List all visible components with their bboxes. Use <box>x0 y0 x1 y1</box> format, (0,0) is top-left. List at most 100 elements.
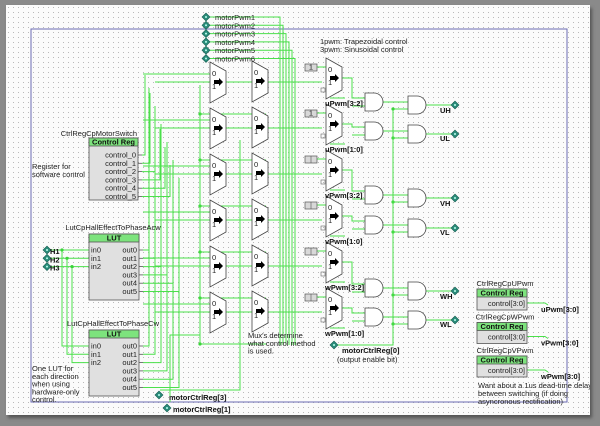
and-gate-pwm-5 <box>364 307 384 327</box>
and-gate-enable-5 <box>407 310 427 330</box>
mux-stage1-2-sel1: 1 <box>212 174 216 183</box>
lut_acw-block[interactable] <box>88 233 140 301</box>
mux3-sel-box-1 <box>320 133 326 139</box>
output-label-UH: UH <box>440 106 451 115</box>
pwm-reg-bus-0: uPwm[3:0] <box>541 305 579 314</box>
hall-input-pin-2-dot <box>46 257 48 260</box>
mux-stage3-5-sel1: 1 <box>328 308 332 317</box>
pwm-input-label-5: motorPwm5 <box>215 46 255 55</box>
lut_acw-output-4: out4 <box>122 279 137 288</box>
mux-stage1-1-sel0: 0 <box>212 115 216 124</box>
lut_acw-output-2: out2 <box>122 262 137 271</box>
output-label-VH: VH <box>440 199 450 208</box>
lut_cw-output-3: out3 <box>122 366 137 375</box>
pwm-reg-header-1 <box>476 322 528 331</box>
hall-input-label-1: H1 <box>50 247 60 256</box>
pwm-reg-bus-2: wPwm[3:0] <box>540 372 581 381</box>
ctrl-bit1-wire <box>169 85 201 402</box>
hall-wire-cw-0 <box>61 250 89 347</box>
mux-stage2-0-sel0: 0 <box>254 68 258 77</box>
mux-stage3-1-sel0: 0 <box>328 111 332 120</box>
lut_cw-output-5: out5 <box>122 383 137 392</box>
lut-note-line-1: each direction <box>32 372 79 381</box>
and-gate-enable-2 <box>407 188 427 208</box>
mux-stage1-4-sel0: 0 <box>212 253 216 262</box>
lut_cw-out-wire-2 <box>143 127 162 364</box>
hall-wire-cw-2 <box>71 266 89 364</box>
enable-bus <box>335 110 394 346</box>
pwm-bus-label-4: wPwm[3:2] <box>324 283 365 292</box>
deadtime-note-line-2: asyncronous rectification) <box>478 397 564 406</box>
schematic-svg: motorPwm1motorPwm2motorPwm3motorPwm4moto… <box>30 12 590 414</box>
pwm-input-pin-5-dot <box>205 49 207 52</box>
pwm-bus-label-1: uPwm[1:0] <box>325 145 363 154</box>
mux-stage3-5-arrow-icon <box>330 304 339 312</box>
mux-stage2-3-sel1: 1 <box>254 219 258 228</box>
pwm-reg-wire-1 <box>527 336 549 339</box>
control-wire-5 <box>142 165 171 197</box>
hall-input-pin-3-dot <box>46 265 48 268</box>
lut_cw-output-1: out1 <box>122 350 137 359</box>
pwm-input-pin-3-dot <box>205 32 207 35</box>
mux-stage2-3-sel0: 0 <box>254 206 258 215</box>
and-gate-pwm-2 <box>364 185 384 205</box>
lut-note-line-3: hardware-only <box>32 387 80 396</box>
mux-stage3-3-sel0: 0 <box>328 203 332 212</box>
output-pin-WH-dot <box>454 290 456 292</box>
lut_cw-header <box>88 329 140 339</box>
output-pin-WL-dot <box>454 319 456 321</box>
motor-switch-reg-output-0: control_0 <box>105 151 136 160</box>
mux-stage2-3-arrow-icon <box>256 215 265 223</box>
ctrl-bit1-label: motorCtrlReg[1] <box>173 405 231 414</box>
mux-stage2-2-sel1: 1 <box>254 173 258 182</box>
and-gate-pwm-0 <box>364 92 384 112</box>
mux-stage3-3-arrow-icon <box>330 212 339 220</box>
mux-stage2-4-sel0: 0 <box>254 252 258 261</box>
and-gate-pwm-4 <box>364 278 384 298</box>
pwm-reg-header-0 <box>476 288 528 298</box>
lut_acw-out-wire-4 <box>143 160 174 284</box>
register-note-1: Register for <box>32 162 71 171</box>
mux-stage1-4-arrow-icon <box>214 262 223 270</box>
lut_acw-input-2: in2 <box>91 262 101 271</box>
lut_cw-output-0: out0 <box>122 342 137 351</box>
parts <box>42 12 528 413</box>
lut_acw-header <box>88 233 140 243</box>
motor-switch-reg-output-3: control_3 <box>105 175 136 184</box>
and-in-a-3 <box>342 215 365 222</box>
motor-switch-reg-header-label: Control Reg <box>92 138 135 147</box>
mux-stage2-0-sel1: 1 <box>254 81 258 90</box>
wire-junction <box>70 265 74 269</box>
lut_cw-input-0: in0 <box>91 342 101 351</box>
mux-stage2-1-sel1: 1 <box>254 127 258 136</box>
deadtime-note-line-1: between switching (if doing <box>478 389 568 398</box>
wire-junction <box>60 248 64 252</box>
lut_acw-input-0: in0 <box>91 246 101 255</box>
lut_cw-input-1: in1 <box>91 350 101 359</box>
pwm-input-label-6: motorPwm6 <box>215 55 255 64</box>
lut_cw-input-2: in2 <box>91 358 101 367</box>
output-pin-UH-dot <box>454 104 456 106</box>
mux-stage2-1-arrow-icon <box>256 123 265 131</box>
and-gate-pwm-1 <box>364 121 384 141</box>
control-wire-1 <box>142 93 151 164</box>
output-label-WH: WH <box>440 292 453 301</box>
and-gate-enable-1 <box>407 124 427 144</box>
mux-stage2-0-arrow-icon <box>256 77 265 85</box>
and-in-a-2 <box>342 169 365 192</box>
output-label-VL: VL <box>440 228 450 237</box>
wire-junction <box>198 342 202 346</box>
motor-switch-reg-block[interactable] <box>88 137 139 201</box>
mode-note-1: 1pwm: Trapezoidal control <box>320 37 408 46</box>
output-pin-VH-dot <box>454 197 456 199</box>
pwm-reg-port-2: control[3:0] <box>488 366 525 375</box>
const-value-1: 1 <box>309 109 313 118</box>
mux-stage3-2-sel1: 1 <box>328 170 332 179</box>
mux-stage1-3-sel1: 1 <box>212 220 216 229</box>
lut_cw-output-4: out4 <box>122 375 137 384</box>
pwm-reg-wire-0 <box>527 302 549 306</box>
mux-stage2-5-sel0: 0 <box>254 298 258 307</box>
pwm-wire-3 <box>206 33 287 345</box>
deadtime-note-line-0: Want about a 1us dead-time delay <box>478 381 590 390</box>
